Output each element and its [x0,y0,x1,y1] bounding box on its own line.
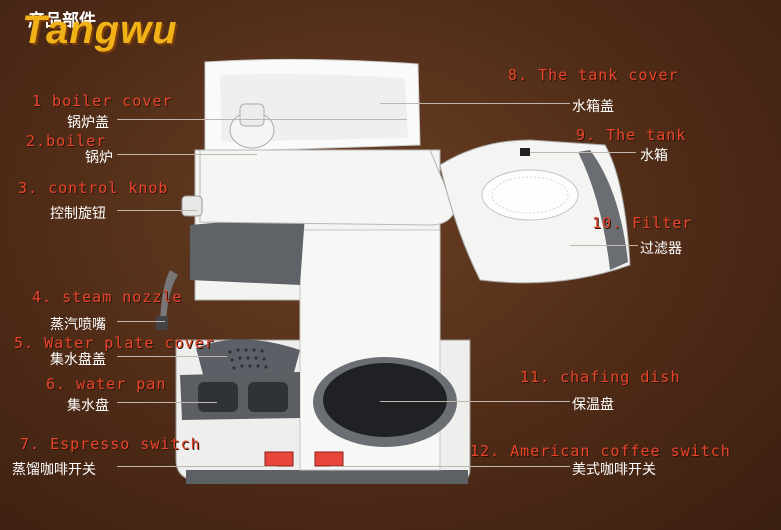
leader-line [330,466,570,467]
leader-line [380,103,570,104]
label-cn-steam-nozzle: 蒸汽喷嘴 [50,317,106,333]
label-en-tank: 9. The tank [576,126,687,144]
control-knob-shape [181,195,203,217]
leader-line [117,154,257,155]
leader-line [117,356,227,357]
leader-line [380,401,570,402]
label-en-boiler-cover: 1 boiler cover [32,92,173,110]
label-cn-tank-cover: 水箱盖 [572,99,614,115]
top-deck [199,149,456,226]
label-cn-filter: 过滤器 [640,241,682,257]
label-cn-control-knob: 控制旋钮 [50,206,106,222]
base-bottom-strip [186,470,468,484]
leader-line [530,152,636,153]
label-en-american-switch: 12. American coffee switch [470,442,731,460]
leader-line [117,402,217,403]
label-en-water-plate-cover: 5. Water plate cover [14,334,215,352]
leader-line [117,210,197,211]
leader-line [117,466,277,467]
label-cn-boiler: 锅炉 [85,150,113,166]
label-cn-water-plate-cover: 集水盘盖 [50,352,106,368]
steam-nozzle-shape [160,270,178,322]
leader-line [117,119,407,120]
espresso-switch-shape [264,451,294,467]
leader-line [117,321,165,322]
label-en-control-knob: 3. control knob [18,179,169,197]
label-cn-espresso-switch: 蒸馏咖啡开关 [12,462,96,478]
side-panel [190,215,305,285]
label-en-water-pan: 6. water pan [46,375,167,393]
label-cn-tank: 水箱 [640,148,668,164]
label-en-steam-nozzle: 4. steam nozzle [32,288,183,306]
brand-logo: Tangwu [22,8,178,52]
label-cn-water-pan: 集水盘 [67,398,109,414]
label-en-filter: 10. Filter [592,214,693,232]
label-en-boiler: 2.boiler [26,132,107,150]
filter-shape [481,169,579,221]
label-cn-boiler-cover: 锅炉盖 [67,115,109,131]
water-plate-cover-shape [196,339,300,382]
label-en-chafing-dish: 11. chafing dish [520,368,681,386]
section-title: 产品部件 [28,11,96,31]
american-switch-shape [314,451,344,467]
label-cn-chafing-dish: 保温盘 [572,397,614,413]
leader-line [570,245,638,246]
label-en-espresso-switch: 7. Espresso switch [20,435,201,453]
label-cn-american-switch: 美式咖啡开关 [572,462,656,478]
label-en-tank-cover: 8. The tank cover [508,66,679,84]
